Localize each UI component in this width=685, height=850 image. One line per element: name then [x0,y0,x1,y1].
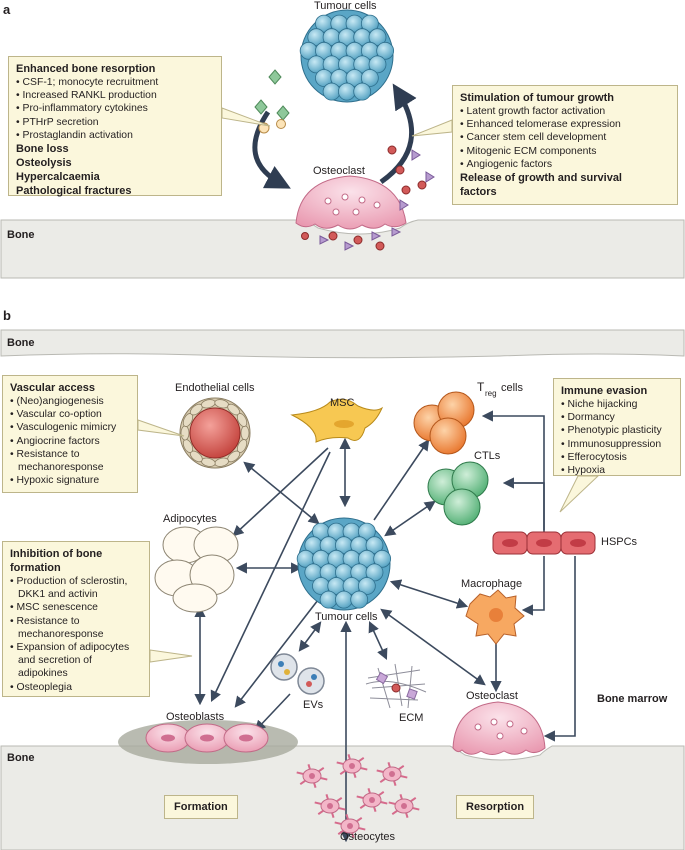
bone-marrow-label: Bone marrow [597,693,668,705]
arrow-tumour-to-osteoclast [252,110,291,189]
box-item: Angiogenic factors [460,158,670,171]
box-emphasis: Pathological fractures [16,185,132,198]
osteoblasts-label: Osteoblasts [166,711,225,723]
bone-label-bottom-b: Bone [7,752,35,764]
panel-letter-a: a [3,2,11,17]
resorption-tag: Resorption [456,795,535,819]
box-item: PTHrP secretion [16,116,214,129]
vascular-access-box: Vascular access (Neo)angiogenesis Vascul… [2,375,138,493]
box-item: Vasculogenic mimicry [10,421,130,434]
box-item: Resistance to mechanoresponse [10,448,130,474]
box-item: Dormancy [561,411,673,424]
box-heading: Inhibition of bone formation [10,548,103,574]
box-item: (Neo)angiogenesis [10,395,130,408]
tumour-cluster-b [296,517,392,611]
osteoclast-a [295,175,407,230]
osteoclast-b [452,701,546,755]
box-item: Pro-inflammatory cytokines [16,102,214,115]
arrow-osteoclast-to-tumour [379,83,417,185]
msc-label: MSC [330,397,355,409]
box-item: Cancer stem cell development [460,131,670,144]
evs-label: EVs [303,699,324,711]
bone-label-top-b: Bone [7,337,35,349]
box-heading: Immune evasion [561,385,648,397]
ctl-cells [427,461,489,526]
hspc-cells [492,531,596,555]
inhibition-formation-box: Inhibition of bone formation Production … [2,541,150,697]
callout-tail-left-a [221,107,271,127]
box-item: Expansion of adipocytes and secretion of… [10,641,142,681]
ecm-mesh [365,663,427,709]
macrophage-label: Macrophage [461,578,523,590]
ecm-label: ECM [399,712,424,724]
box-item: Immunosuppression [561,438,673,451]
box-item: Resistance to mechanoresponse [10,615,142,641]
treg-label-t: T [477,380,485,394]
ctls-label: CTLs [474,450,501,462]
msc-cell [290,398,384,443]
callout-tail-vascular [137,419,185,437]
formation-tag: Formation [164,795,238,819]
hspcs-label: HSPCs [601,536,638,548]
endothelial-label: Endothelial cells [175,382,255,394]
tumour-label-b: Tumour cells [315,611,378,623]
tumour-growth-box: Stimulation of tumour growth Latent grow… [452,85,678,205]
box-item: Phenotypic plasticity [561,424,673,437]
box-heading: Vascular access [10,382,96,394]
box-emphasis: Release of growth and survival [460,172,622,185]
osteoclast-label-a: Osteoclast [313,165,365,177]
box-item: Niche hijacking [561,398,673,411]
bone-top-b [0,329,685,359]
adipocyte-cluster [154,526,239,613]
box-item: MSC senescence [10,601,142,614]
box-item: Prostaglandin activation [16,129,214,142]
treg-label-cells: cells [501,382,524,394]
callout-tail-inhibition [149,649,193,663]
box-item: Production of sclerostin, DKK1 and activ… [10,575,142,601]
adipocytes-label: Adipocytes [163,513,217,525]
box-heading: Stimulation of tumour growth [460,92,614,104]
box-item: Mitogenic ECM components [460,145,670,158]
tumour-label-a: Tumour cells [314,0,377,12]
box-item: Increased RANKL production [16,89,214,102]
box-item: Hypoxic signature [10,474,130,487]
osteoclast-label-b: Osteoclast [466,690,518,702]
box-item: Osteoplegia [10,681,142,694]
osteocyte-network [296,754,420,838]
box-item: Vascular co-option [10,408,130,421]
box-item: Enhanced telomerase expression [460,118,670,131]
box-item: Angiocrine factors [10,435,130,448]
osteocytes-label: Osteocytes [340,831,396,843]
treg-cells [413,391,475,455]
box-emphasis: Hypercalcaemia [16,171,100,184]
enhanced-resorption-box: Enhanced bone resorption CSF-1; monocyte… [8,56,222,198]
immune-evasion-box: Immune evasion Niche hijacking Dormancy … [553,378,681,476]
macrophage-cell [465,589,525,645]
box-emphasis: factors [460,186,497,199]
box-heading: Enhanced bone resorption [16,63,156,75]
ev-vesicles [270,653,325,695]
tumour-cluster-a [299,9,395,103]
interaction-arrows [194,410,576,843]
treg-label-sub: reg [485,389,497,398]
box-item: Efferocytosis [561,451,673,464]
box-emphasis: Bone loss [16,143,69,156]
bone-label-a: Bone [7,229,35,241]
endothelial-vessel [179,397,251,469]
osteoblast-row [145,723,269,753]
box-item: CSF-1; monocyte recruitment [16,76,214,89]
panel-letter-b: b [3,308,11,323]
box-item: Hypoxia [561,464,673,477]
box-item: Latent growth factor activation [460,105,670,118]
box-emphasis: Osteolysis [16,157,72,170]
secreted-factors-a [254,69,435,251]
